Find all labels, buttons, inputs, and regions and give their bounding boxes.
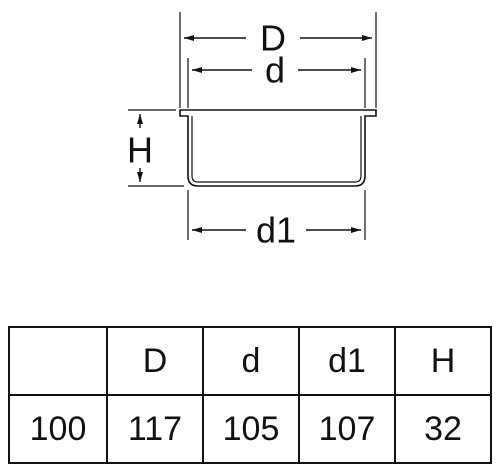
header-cell: D bbox=[106, 326, 204, 396]
part-outline bbox=[179, 109, 377, 187]
dimension-d1: d1 bbox=[192, 210, 361, 251]
table-cell: 105 bbox=[202, 394, 300, 464]
table-cell: 100 bbox=[8, 394, 108, 464]
table-header-row: D d d1 H bbox=[8, 326, 492, 396]
header-cell: d bbox=[202, 326, 300, 396]
label-d: d bbox=[265, 50, 285, 91]
dimension-D: D bbox=[184, 18, 372, 59]
table-cell: 32 bbox=[394, 394, 492, 464]
label-D: D bbox=[260, 18, 286, 59]
table-cell: 117 bbox=[106, 394, 204, 464]
dimension-d: d bbox=[192, 50, 361, 91]
table-row: 100 117 105 107 32 bbox=[8, 394, 492, 464]
label-d1: d1 bbox=[256, 210, 296, 251]
dimension-table: D d d1 H 100 117 105 107 32 bbox=[8, 326, 492, 464]
label-H: H bbox=[127, 130, 153, 171]
table-cell: 107 bbox=[298, 394, 396, 464]
header-cell: H bbox=[394, 326, 492, 396]
dimension-H: H bbox=[127, 114, 153, 182]
header-cell bbox=[8, 326, 108, 396]
header-cell: d1 bbox=[298, 326, 396, 396]
extension-lines bbox=[128, 12, 377, 240]
dimension-drawing: D d d1 H bbox=[127, 12, 377, 251]
